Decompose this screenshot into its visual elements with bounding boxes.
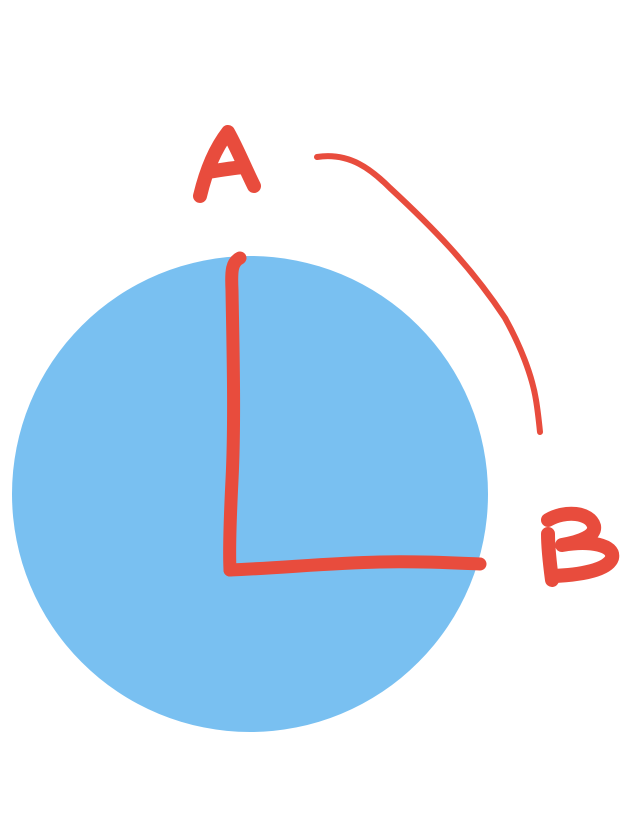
letter-a-glyph [193, 125, 261, 203]
letter-b-glyph [541, 506, 620, 587]
arc-a-to-b [314, 153, 543, 435]
vertical-radius-line [223, 251, 247, 577]
blue-disk [12, 256, 488, 732]
horizontal-radius-line [223, 555, 487, 577]
label-a: A [226, 194, 227, 197]
